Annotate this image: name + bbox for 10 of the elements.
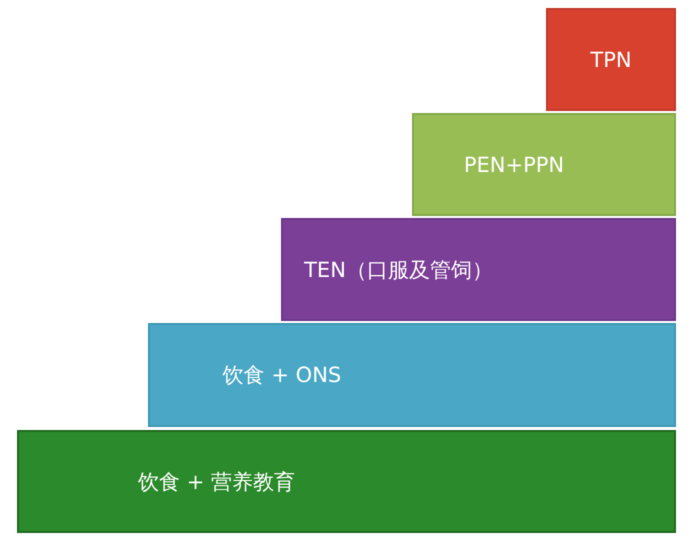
step-box: [281, 218, 676, 321]
step-label: TPN: [590, 48, 632, 72]
step-box: [412, 113, 676, 216]
step-box: [546, 8, 676, 111]
step-box: [148, 323, 676, 427]
step-box: [17, 430, 676, 533]
step-label: 饮食 + ONS: [222, 362, 342, 389]
step-label: PEN+PPN: [464, 152, 564, 176]
step-label: 饮食 + 营养教育: [138, 468, 295, 496]
step-label: TEN（口服及管饲）: [304, 256, 493, 284]
